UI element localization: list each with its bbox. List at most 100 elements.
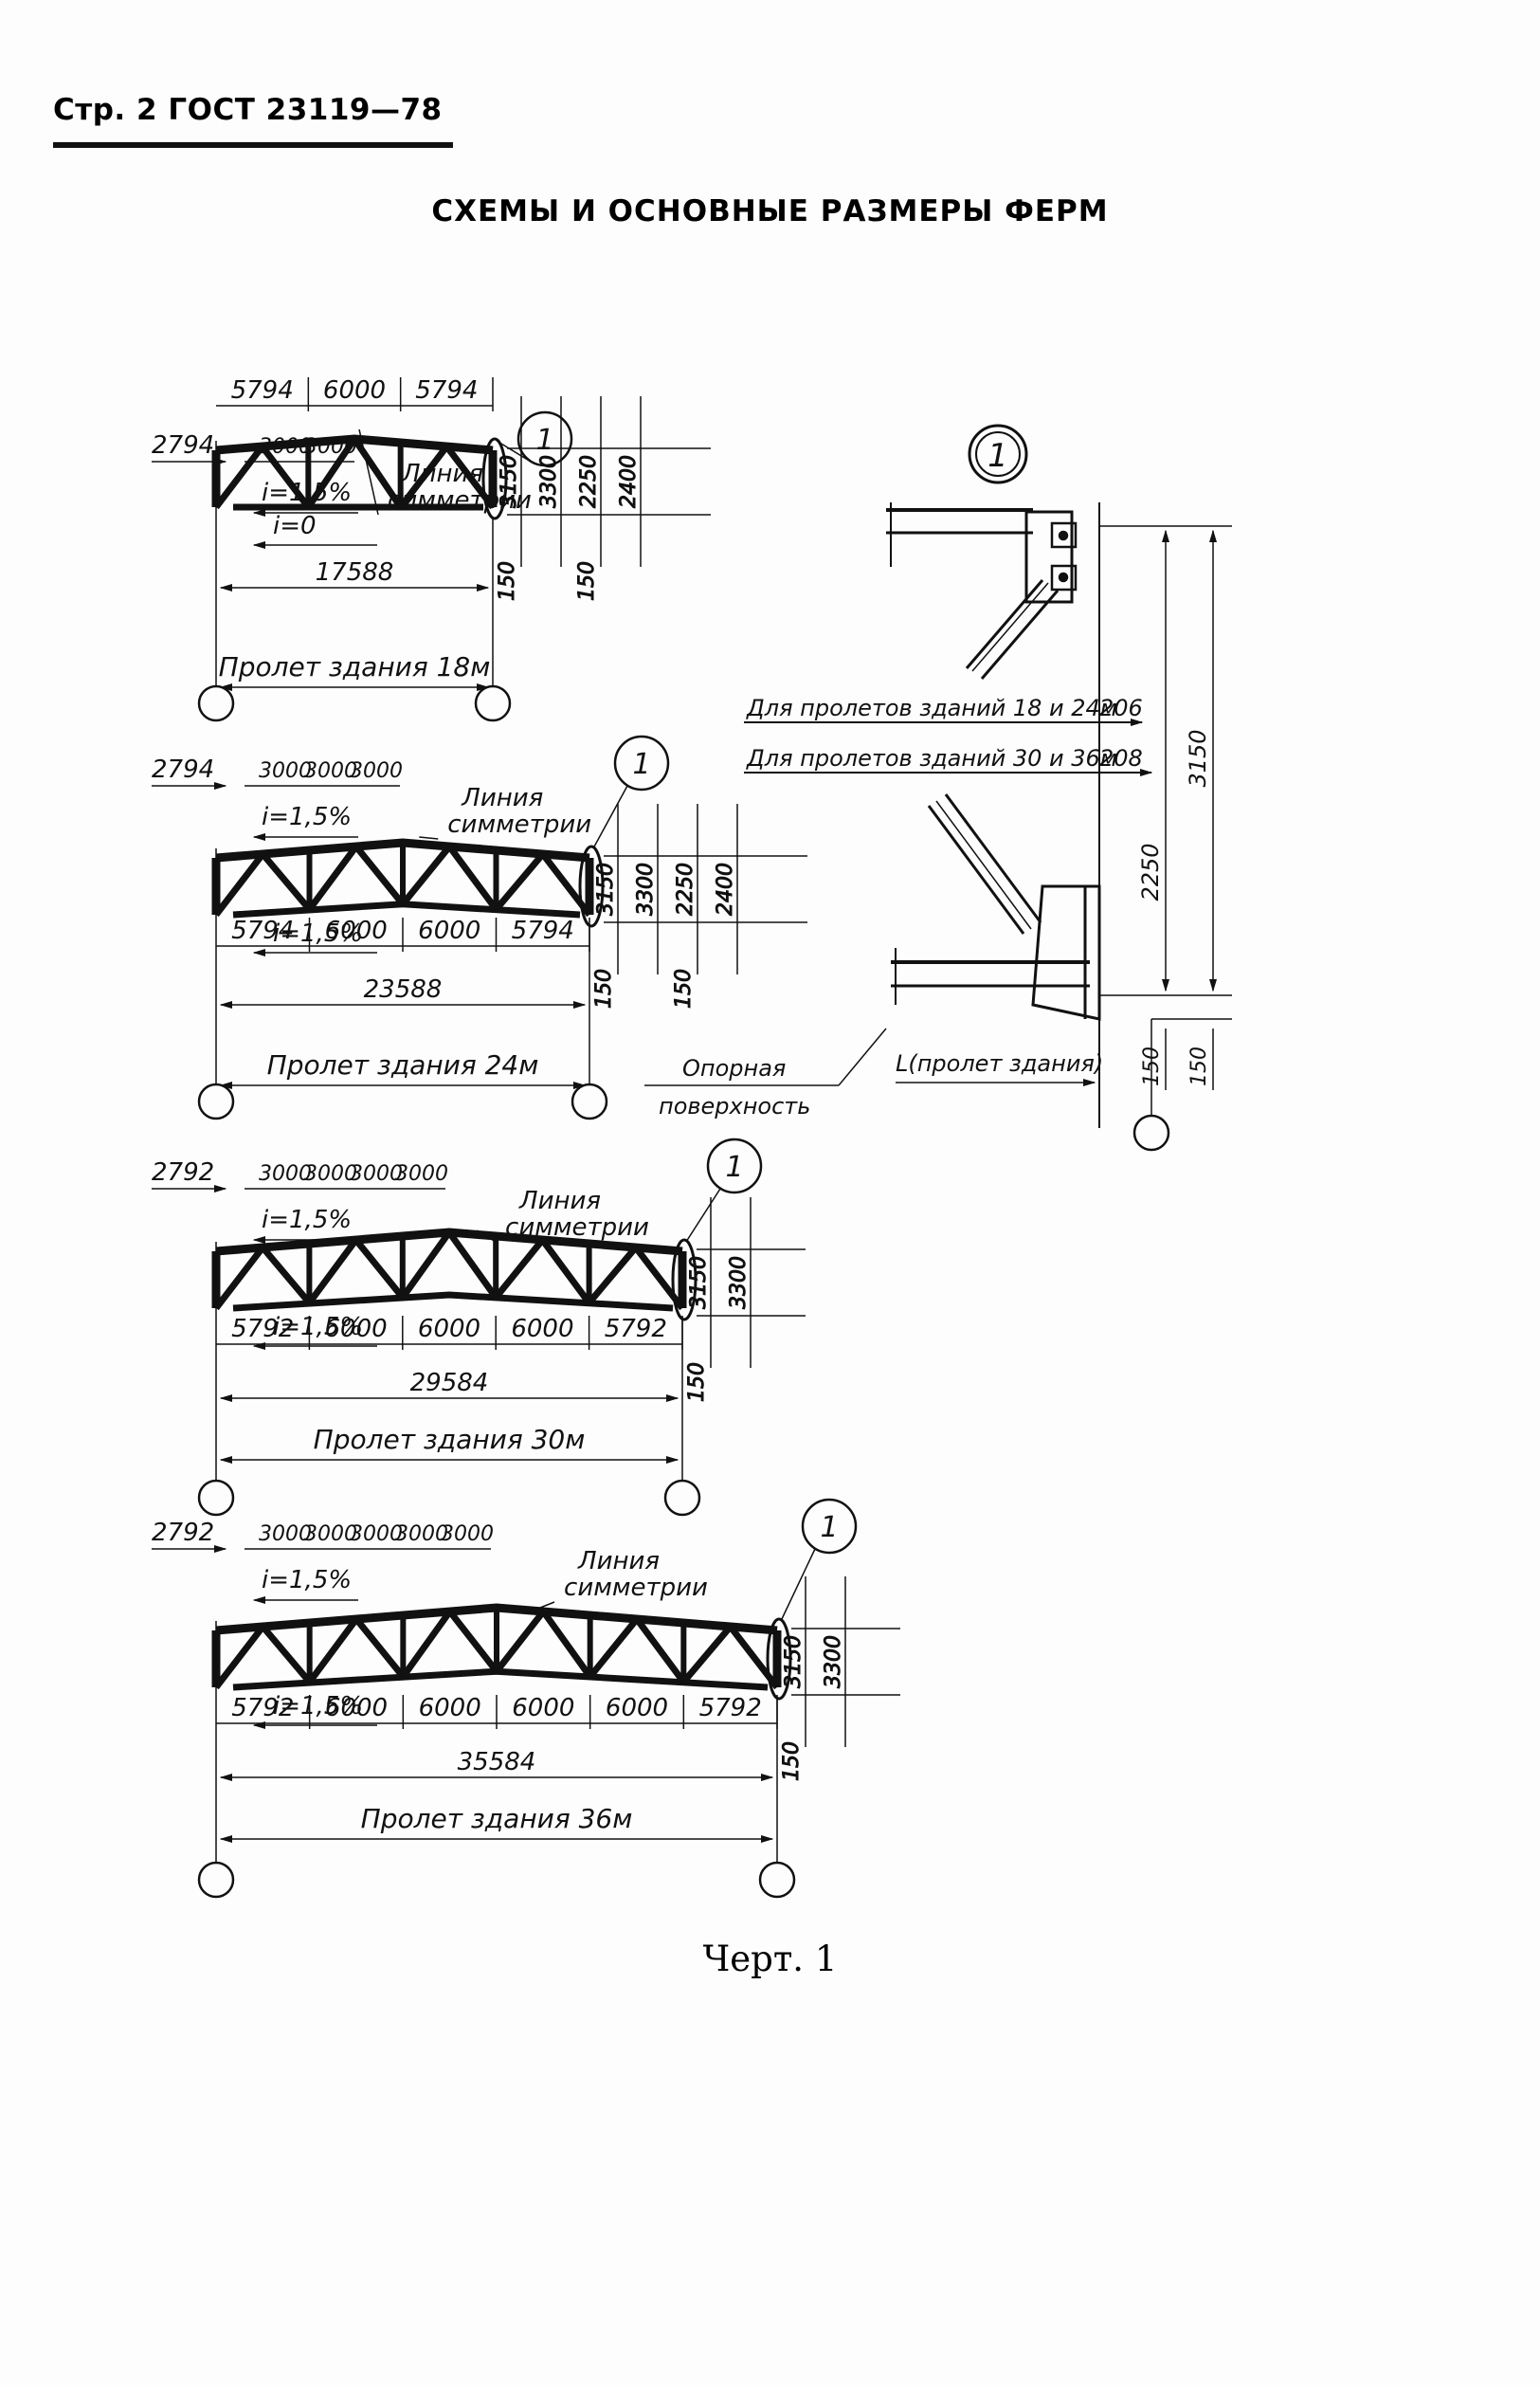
bottom-panel-dim: 6000 bbox=[606, 1694, 668, 1722]
truss-diagonal bbox=[260, 851, 313, 912]
truss-diagonal bbox=[213, 851, 266, 918]
height-dim-2250: 2250 bbox=[674, 863, 698, 916]
symmetry-label-1: Линия bbox=[518, 1187, 601, 1215]
bottom-panel-dim: 6000 bbox=[418, 1315, 480, 1343]
truss-diagonal bbox=[213, 444, 265, 510]
bottom-panel-dim: 6000 bbox=[512, 1694, 574, 1722]
page-title: СХЕМЫ И ОСНОВНЫЕ РАЗМЕРЫ ФЕРМ bbox=[431, 194, 1109, 228]
callout-mark: 1 bbox=[632, 748, 650, 781]
detail-dim-2250: 2250 bbox=[1137, 843, 1164, 901]
top-panel-dim: 3000 bbox=[350, 1162, 403, 1186]
callout-leader bbox=[685, 1188, 721, 1243]
symmetry-label-2: симметрии bbox=[447, 810, 591, 839]
truss-diagonal bbox=[306, 1237, 359, 1305]
top-panel-dim: 3000 bbox=[259, 1522, 312, 1546]
bottom-panel-dim: 6000 bbox=[325, 917, 388, 945]
left-offset-dim: 2792 bbox=[152, 1519, 214, 1547]
bottom-panel-dim: 6000 bbox=[325, 1694, 388, 1722]
callout-mark: 1 bbox=[820, 1511, 838, 1544]
truss-end-oval bbox=[481, 437, 508, 520]
top-slope-label: i=1,5% bbox=[262, 1206, 352, 1234]
bottom-panel-dim: 5792 bbox=[231, 1315, 294, 1343]
symmetry-label-1: Линия bbox=[577, 1547, 660, 1575]
bottom-panel-dim: 6000 bbox=[419, 1694, 481, 1722]
truss-diagonal bbox=[446, 1229, 499, 1300]
truss-diagonal bbox=[446, 844, 499, 912]
height-dim-150: 150 bbox=[780, 1741, 804, 1781]
callout-circle bbox=[516, 410, 573, 467]
truss-diagonal bbox=[305, 437, 357, 509]
truss-diagonal bbox=[353, 1237, 406, 1301]
bottom-panel-dim: 6000 bbox=[511, 1315, 573, 1343]
truss-end-oval bbox=[766, 1617, 792, 1701]
page-header: Стр. 2 ГОСТ 23119—78 bbox=[53, 93, 443, 127]
height-dim-150-b: 150 bbox=[575, 561, 599, 601]
top-panel-dim: 3000 bbox=[259, 759, 312, 783]
left-offset-dim: 2794 bbox=[152, 756, 214, 784]
overall-length-dim: 17588 bbox=[316, 558, 394, 587]
height-dim-3150: 3150 bbox=[782, 1635, 806, 1688]
truss-diagonal bbox=[634, 1616, 687, 1684]
callout-mark: 1 bbox=[725, 1151, 743, 1184]
bottom-panel-dim: 6000 bbox=[323, 376, 386, 405]
height-dim-2250: 2250 bbox=[577, 455, 601, 508]
detail-dim-3150: 3150 bbox=[1185, 729, 1211, 787]
truss-diagonal bbox=[494, 1609, 547, 1674]
truss-diagonal bbox=[587, 1616, 640, 1680]
height-dim-3150: 3150 bbox=[687, 1256, 711, 1309]
truss-bottom-chord bbox=[232, 1291, 674, 1312]
truss-diagonal bbox=[260, 1624, 313, 1684]
top-panel-dim: 3000 bbox=[304, 435, 357, 459]
top-panel-dim: 3000 bbox=[304, 1162, 357, 1186]
overall-length-dim: 23588 bbox=[364, 975, 443, 1004]
height-dim-3300: 3300 bbox=[634, 863, 658, 916]
top-panel-dim: 3000 bbox=[350, 1522, 403, 1546]
span-label: Пролет здания 36м bbox=[361, 1803, 633, 1834]
top-slope-label: i=1,5% bbox=[262, 479, 352, 507]
symmetry-label-2: симметрии bbox=[388, 486, 532, 515]
symmetry-leader bbox=[419, 836, 439, 840]
callout-mark: 1 bbox=[535, 424, 553, 457]
truss-diagonal bbox=[493, 1237, 546, 1301]
detail-value-206: 206 bbox=[1099, 695, 1143, 721]
bottom-slope-label: i=1,5% bbox=[273, 1313, 363, 1341]
detail-mark-circle bbox=[968, 424, 1028, 484]
axis-circle-left bbox=[197, 684, 235, 722]
truss-diagonal bbox=[399, 1229, 452, 1300]
truss-diagonal bbox=[213, 1624, 266, 1690]
truss-diagonal bbox=[353, 1616, 407, 1680]
height-dim-150-b: 150 bbox=[672, 969, 696, 1009]
truss-diagonal bbox=[353, 844, 406, 907]
detail-support-label-1: Опорная bbox=[682, 1055, 786, 1082]
truss-diagonal bbox=[446, 1609, 499, 1674]
height-dim-150: 150 bbox=[592, 969, 616, 1009]
bottom-panel-dim: 6000 bbox=[418, 917, 480, 945]
top-panel-dim: 3000 bbox=[441, 1522, 494, 1546]
detail-support-label-2: поверхность bbox=[659, 1093, 810, 1120]
bottom-slope-label: i=0 bbox=[273, 512, 317, 540]
truss-diagonal bbox=[306, 844, 359, 912]
truss-diagonal bbox=[397, 444, 450, 510]
span-label: Пролет здания 24м bbox=[267, 1049, 539, 1081]
truss-diagonal bbox=[586, 1245, 639, 1305]
callout-circle bbox=[801, 1498, 858, 1555]
top-panel-dim: 3000 bbox=[304, 1522, 357, 1546]
symmetry-label-1: Линия bbox=[461, 784, 543, 812]
symmetry-label-2: симметрии bbox=[564, 1574, 708, 1602]
symmetry-leader bbox=[358, 428, 379, 516]
bottom-panel-dim: 6000 bbox=[325, 1315, 388, 1343]
truss-end-oval bbox=[671, 1238, 698, 1321]
bottom-panel-dim: 5794 bbox=[512, 917, 574, 945]
top-slope-label: i=1,5% bbox=[262, 1566, 352, 1594]
callout-circle bbox=[706, 1138, 763, 1194]
height-dim-2400: 2400 bbox=[714, 863, 737, 916]
callout-leader bbox=[592, 785, 628, 849]
truss-bottom-chord bbox=[232, 901, 581, 919]
axis-circle-left bbox=[197, 1861, 235, 1899]
top-panel-dim: 3000 bbox=[259, 435, 312, 459]
